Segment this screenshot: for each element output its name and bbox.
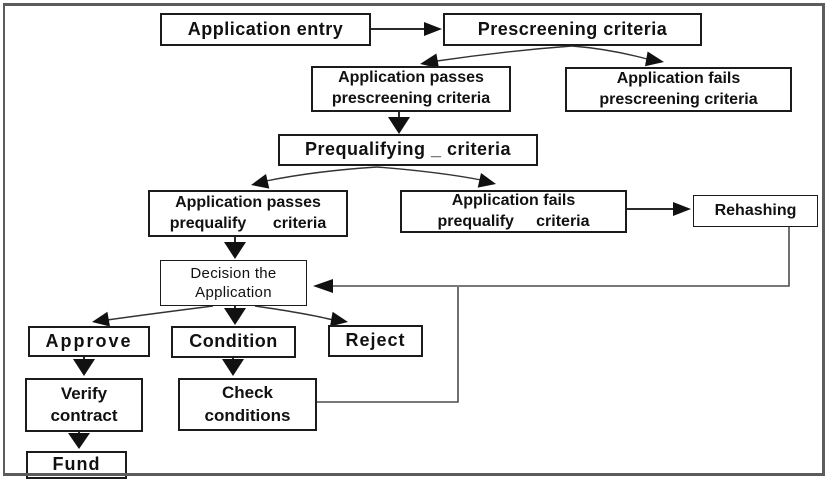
edge-prescreening-to-passes — [420, 45, 573, 69]
edge-decision-to-reject — [254, 305, 348, 327]
node-fails-prescreening: Application fails prescreening criteria — [565, 67, 792, 112]
node-condition: Condition — [171, 326, 296, 358]
node-check-conditions: Check conditions — [178, 378, 317, 431]
edge-condition-to-check — [222, 358, 244, 376]
edge-decision-to-approve — [92, 305, 214, 327]
edge-verify-to-fund — [68, 432, 90, 449]
node-passes-prequalify: Application passes prequalify criteria — [148, 190, 348, 237]
node-rehashing: Rehashing — [693, 195, 818, 227]
edge-fails-prequalify-to-rehashing — [627, 202, 691, 216]
node-prequalifying-criteria: Prequalifying _ criteria — [278, 134, 538, 166]
edge-prescreening-to-fails — [571, 45, 664, 67]
edge-approve-to-verify — [73, 357, 95, 376]
edge-check-conditions-feedback — [317, 287, 459, 403]
node-decision: Decision the Application — [160, 260, 307, 306]
edge-passes-prequalify-to-decision — [224, 237, 246, 259]
node-fails-prequalify: Application fails prequalify criteria — [400, 190, 627, 233]
node-application-entry: Application entry — [160, 13, 371, 46]
edge-rehashing-to-decision — [313, 227, 790, 293]
edge-prequalifying-to-passes — [251, 166, 378, 189]
node-reject: Reject — [328, 325, 423, 357]
edge-passes-prescreening-to-prequalifying — [388, 112, 410, 134]
edge-entry-to-prescreening — [371, 22, 442, 36]
node-passes-prescreening: Application passes prescreening criteria — [311, 66, 511, 112]
node-verify-contract: Verify contract — [25, 378, 143, 432]
edge-prequalifying-to-fails — [376, 166, 496, 188]
node-approve: Approve — [28, 326, 150, 357]
node-prescreening-criteria: Prescreening criteria — [443, 13, 702, 46]
node-fund: Fund — [26, 451, 127, 479]
edge-decision-to-condition — [224, 306, 246, 325]
